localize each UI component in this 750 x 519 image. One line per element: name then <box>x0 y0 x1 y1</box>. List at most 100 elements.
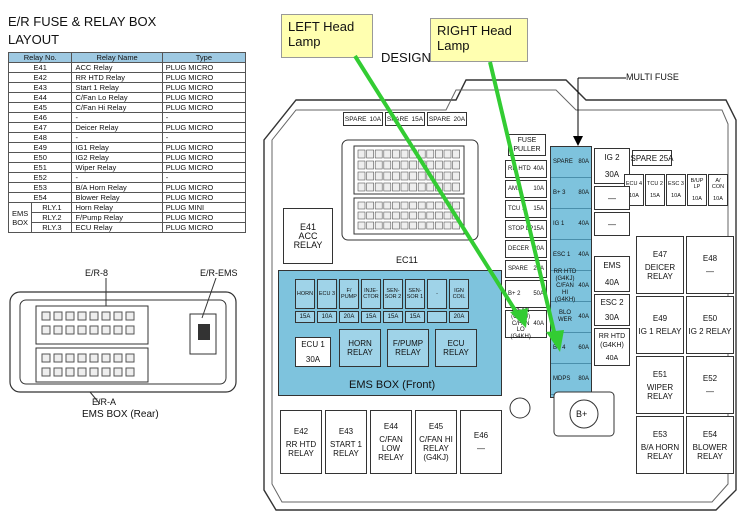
relay-id: E54 <box>702 429 718 439</box>
connector-pin <box>383 201 392 210</box>
connector-pin <box>383 171 392 181</box>
ems-fuse-name: INJE- CTOR <box>361 279 381 309</box>
connector-pin <box>374 149 383 159</box>
connector-pin <box>443 149 452 159</box>
connector-pin <box>374 160 383 170</box>
fuse-rating: 40A <box>533 165 544 172</box>
fuse-name: IGN COIL <box>452 288 466 300</box>
connector-pin <box>409 171 417 181</box>
ems-fuse: IGN COIL 20A <box>449 279 469 323</box>
ems-fuse-rating: 10A <box>317 311 337 323</box>
connector-pin <box>357 221 366 230</box>
ec11-label: EC11 <box>396 255 418 265</box>
relay-name: B/A HORN RELAY <box>640 442 680 461</box>
connector-pin <box>374 211 383 220</box>
fuse-rating: 10A <box>692 196 702 202</box>
fuse-name: SEN- SOR 2 <box>384 288 402 300</box>
relay-e46: E46— <box>460 410 502 474</box>
fuse-name: TCU 1 <box>508 205 526 212</box>
ems-fuse-rating: 15A <box>361 311 381 323</box>
fuse-name: - <box>436 291 438 297</box>
connector-pin <box>426 160 435 170</box>
fuse-rating: 15A <box>365 313 377 320</box>
connector-pin <box>392 182 400 192</box>
ems-fuse: INJE- CTOR 15A <box>361 279 381 323</box>
fuse-rating: 80A <box>578 158 589 165</box>
ems-fuse-name: SEN- SOR 2 <box>383 279 403 309</box>
relay-id: E50 <box>702 314 718 323</box>
relay-e41: E41 ACC RELAY <box>283 208 333 264</box>
relay-id: E48 <box>702 254 718 263</box>
connector-pin <box>443 221 452 230</box>
relay-e41-id: E41 <box>299 221 316 232</box>
connector-pin <box>452 149 460 159</box>
fuse-rating: 15A <box>650 193 660 199</box>
fuse-esc2-rating: 30A <box>604 313 620 322</box>
connector-pin <box>400 149 409 159</box>
fuse-rating: 10A <box>369 115 382 123</box>
ems-fuse-rating: 20A <box>449 311 469 323</box>
cell-ems-box: EMS BOX <box>7 202 33 233</box>
fuse-dash-2: — <box>594 212 630 236</box>
connector-pin <box>409 182 417 192</box>
relay-id: E43 <box>338 426 354 436</box>
ems-box-rear-drawing <box>9 278 237 405</box>
connector-pin <box>374 201 383 210</box>
fuse-name: BLO WER <box>558 310 572 323</box>
relay-name: — <box>706 387 714 396</box>
relay-id: E52 <box>702 374 718 383</box>
fuse-puller: FUSE PULLER <box>508 134 546 156</box>
connector-pin <box>435 211 443 220</box>
multi-fuse-leader <box>573 77 626 146</box>
connector-pin <box>417 201 426 210</box>
connector-pin <box>357 211 366 220</box>
fuse-esc2-name: ESC 2 <box>600 298 624 307</box>
relay-name: RR HTD RELAY <box>285 439 317 458</box>
cell-type: PLUG MICRO <box>161 222 247 233</box>
callout-right-head-lamp: RIGHT Head Lamp <box>430 18 528 62</box>
fuse-esc2: ESC 2 30A <box>594 294 630 326</box>
fuse-name: ECU 3 <box>318 291 336 297</box>
ems-box-caption: EMS BOX (Front) <box>349 379 436 391</box>
fuse-rrhtd-g4kh: RR HTD (G4KH) 40A <box>594 328 630 366</box>
fuse-name: SEN- SOR 1 <box>406 288 424 300</box>
connector-pin <box>409 201 417 210</box>
relay-id: E45 <box>428 422 444 431</box>
ec11-connector <box>341 139 479 241</box>
connector-pin <box>426 149 435 159</box>
fuse-name: A/ CON <box>711 178 725 190</box>
fuse-rating: 15A <box>299 313 311 320</box>
fuse-rating: 80A <box>578 189 589 196</box>
connector-pin <box>417 182 426 192</box>
connector-pin <box>357 201 366 210</box>
ems-fuse-rating: 20A <box>339 311 359 323</box>
fuse-ig2-rating: 30A <box>604 170 620 179</box>
fuse-rating: 20A <box>453 313 465 320</box>
fuse-spare-25-name: SPARE <box>630 153 658 163</box>
fuse-name: ESC 3 <box>668 181 684 187</box>
connector-pin <box>400 171 409 181</box>
fuse-ig2-name: IG 2 <box>604 153 620 162</box>
connector-pin <box>409 221 417 230</box>
bplus-label: B+ <box>576 409 588 419</box>
fuse-name: MDPS <box>553 375 571 382</box>
relay-name: HORN RELAY <box>347 339 373 357</box>
ems-fuse: SEN- SOR 1 15A <box>405 279 425 323</box>
ems-fuse-rating: 15A <box>405 311 425 323</box>
connector-pin <box>400 201 409 210</box>
fuse-name: RR HTD (G4KJ) C/FAN HI (G4KH) <box>553 268 577 303</box>
fuse-rating: 60A <box>578 344 589 351</box>
fuse-ecu1: ECU 1 30A <box>295 337 331 367</box>
connector-pin <box>443 182 452 192</box>
relay-name: DEICER RELAY <box>644 262 676 281</box>
connector-pin <box>392 149 400 159</box>
